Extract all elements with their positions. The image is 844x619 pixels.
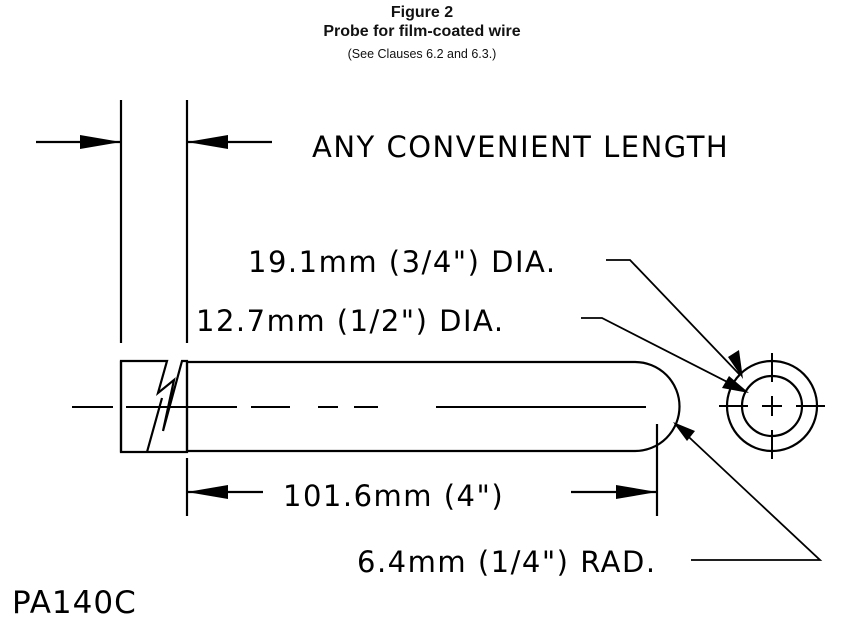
drawing-code: PA140C	[12, 585, 137, 619]
end-view	[719, 353, 825, 459]
tip-radius-leader-head	[673, 422, 695, 441]
tip-radius-label: 6.4mm (1/4") RAD.	[357, 545, 657, 579]
dim-arrow-right-head	[187, 135, 228, 149]
handle-length-label: ANY CONVENIENT LENGTH	[312, 130, 729, 164]
inner-diameter-label: 12.7mm (1/2") DIA.	[196, 304, 505, 338]
probe-length-label: 101.6mm (4")	[283, 479, 504, 513]
inner-diameter-leader-head	[722, 376, 749, 393]
outer-diameter-leader	[606, 259, 741, 376]
clause-note: (See Clauses 6.2 and 6.3.)	[347, 47, 497, 61]
figure-number: Figure 2	[390, 4, 454, 21]
figure-title: Probe for film-coated wire	[323, 23, 521, 40]
probe-body	[119, 359, 681, 454]
tip-radius-leader	[675, 424, 823, 561]
inner-diameter-leader	[581, 317, 744, 391]
dim-arrow-left-head	[80, 135, 121, 149]
rounded-tip	[634, 360, 681, 453]
outer-diameter-label: 19.1mm (3/4") DIA.	[248, 245, 557, 279]
outer-diameter-leader-head	[728, 350, 743, 379]
